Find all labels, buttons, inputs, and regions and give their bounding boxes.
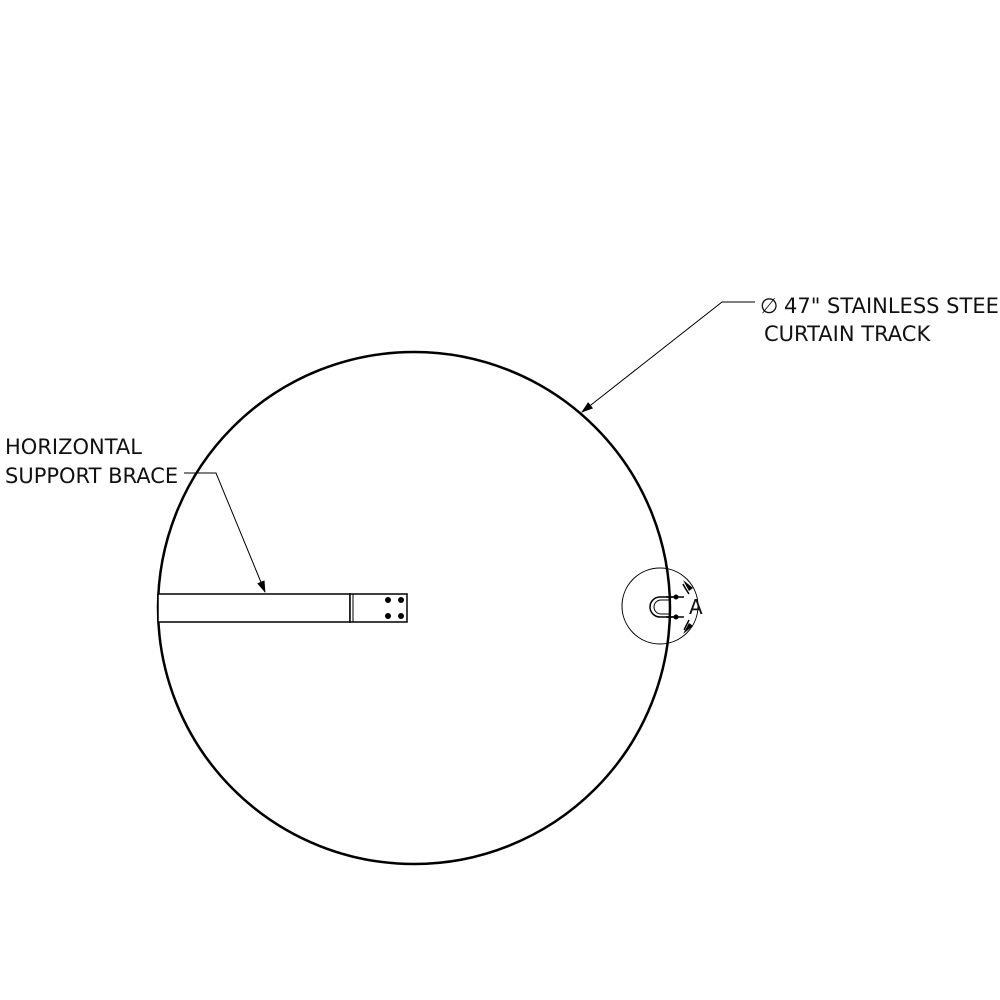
brace-mount-plate — [349, 593, 408, 623]
detail-arrow-lower — [683, 619, 690, 631]
brace-label-line1: HORIZONTAL — [5, 435, 142, 459]
u-bracket-inner — [653, 599, 671, 615]
track-leader-line — [581, 301, 755, 413]
brace-bar — [157, 593, 351, 623]
brace-label-line2: SUPPORT BRACE — [5, 464, 178, 488]
diameter-symbol: ∅ — [760, 294, 778, 318]
detail-label: A — [689, 595, 703, 619]
detail-arrow-upper-head — [683, 580, 693, 591]
bracket-nut — [673, 594, 679, 600]
bolt-hole — [398, 597, 404, 603]
detail-circle — [621, 567, 699, 645]
bolt-hole — [398, 613, 404, 619]
u-bracket — [649, 596, 673, 618]
bolt-hole — [385, 597, 391, 603]
horizontal-support-brace — [157, 593, 408, 623]
brace-leader-line — [184, 472, 266, 593]
detail-a-marker: A — [621, 567, 703, 645]
track-label-line1: 47" STAINLESS STEEL — [784, 294, 1000, 318]
track-label-line2: CURTAIN TRACK — [764, 322, 931, 346]
detail-arrow-upper — [682, 583, 690, 595]
bolt-hole — [385, 613, 391, 619]
detail-arrow-lower-head — [683, 623, 693, 634]
bracket-nut — [673, 614, 679, 620]
brace-callout: HORIZONTAL SUPPORT BRACE — [5, 435, 266, 593]
track-callout: ∅ 47" STAINLESS STEEL CURTAIN TRACK — [581, 294, 1000, 413]
